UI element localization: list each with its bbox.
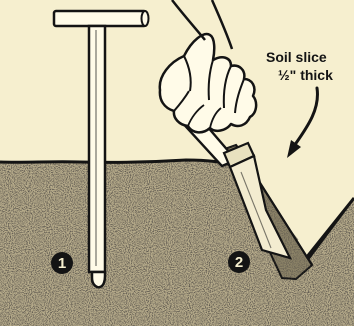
- marker-1-label: 1: [58, 255, 66, 272]
- caption-line-2: ½" thick: [278, 67, 333, 83]
- marker-2: 2: [228, 251, 250, 273]
- marker-1: 1: [51, 252, 73, 274]
- caption-line-1: Soil slice: [266, 49, 327, 65]
- marker-2-label: 2: [235, 254, 243, 271]
